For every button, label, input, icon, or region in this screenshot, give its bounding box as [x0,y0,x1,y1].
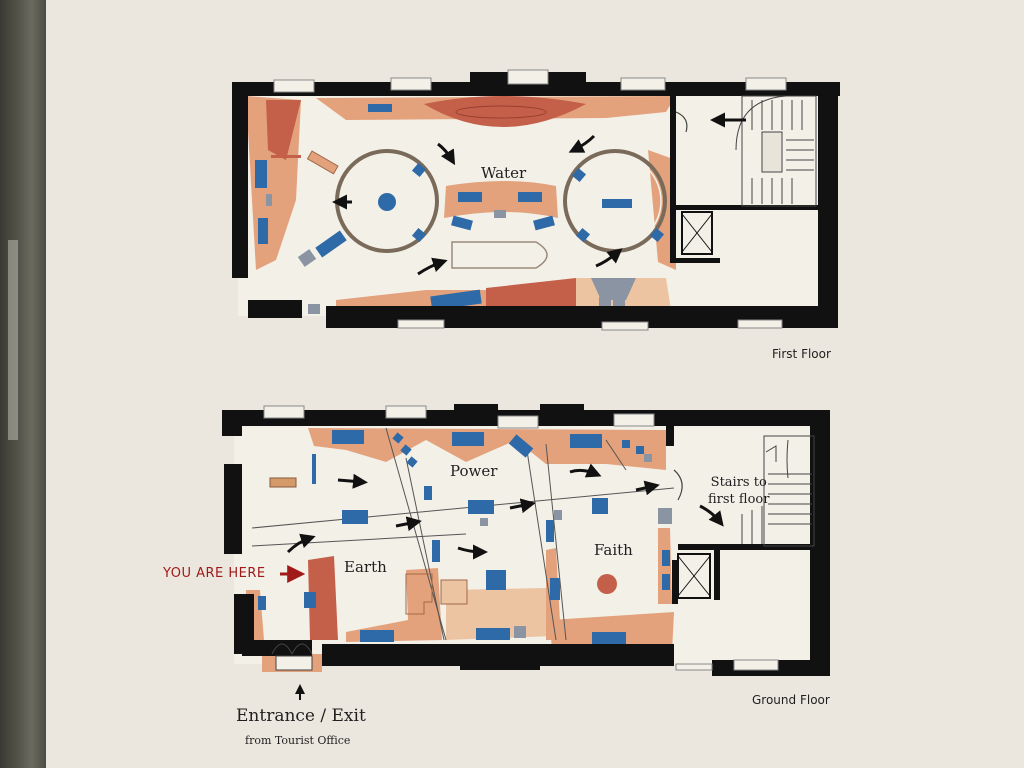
first-floor-staircase [735,95,817,207]
ground-floor-plan [222,404,830,700]
south-grey-display [591,278,636,300]
entrance-subtitle: from Tourist Office [245,734,351,747]
first-floor-plan [232,69,840,331]
stairs-note: Stairs to first floor [708,474,769,508]
stairs-note-line1: Stairs to [710,475,767,490]
entrance-exit-label: Entrance / Exit [236,706,366,726]
east-rotunda-centre-display [602,199,632,208]
west-accent-zone [266,100,301,160]
earth-south-zone [346,568,442,642]
west-rotunda-centre-display [378,193,396,211]
east-exhibit-zone [648,150,676,270]
ground-floor-windows [263,405,779,671]
room-label-earth: Earth [344,558,387,576]
ground-floor-staircase [741,435,815,547]
faith-centre-display [597,574,617,594]
floor-plan-board: Water First Floor Power Earth Faith Stai… [46,0,1024,768]
boat-outline [451,241,548,269]
ground-floor-display-cases [258,430,670,644]
you-are-here-label: YOU ARE HERE [163,566,266,581]
earth-side-display [440,579,468,605]
first-floor-windows [273,69,787,331]
central-island [444,181,558,218]
room-label-power: Power [450,462,498,480]
stairs-note-line2: first floor [708,492,770,507]
power-south-zone [446,588,554,640]
first-floor-caption: First Floor [772,347,831,361]
room-label-water: Water [481,164,527,182]
first-floor-flow-arrows [332,112,746,276]
ground-floor-flow-arrows [286,463,724,560]
boat-display [424,96,586,127]
first-floor-walls [232,72,840,328]
ground-floor-walls [222,404,830,676]
earth-rust-zone [308,556,338,640]
floor-plan-map [222,69,840,700]
wall-frame-edge [0,0,46,768]
entrance-doors[interactable] [271,643,313,671]
earth-bench [269,477,297,488]
south-exhibit-rust [486,278,576,310]
ground-floor-partitions [251,427,675,641]
first-floor-door-arc [675,111,688,133]
room-label-faith: Faith [594,541,633,559]
power-centre-display [486,570,506,590]
frame-highlight [8,240,18,440]
ground-floor-caption: Ground Floor [752,693,830,707]
